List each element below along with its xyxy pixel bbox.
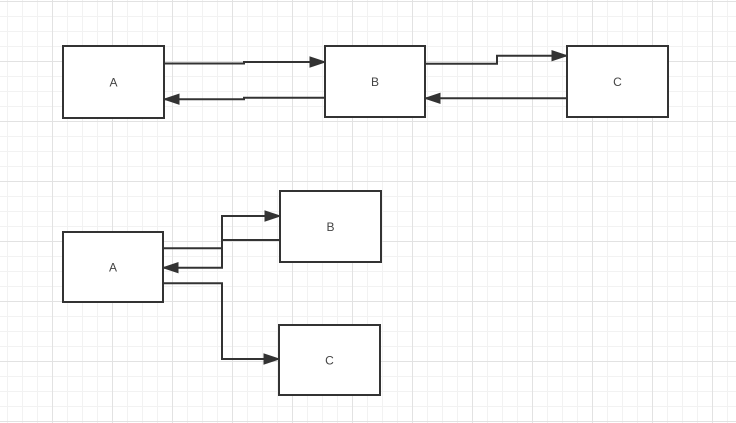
edge-a-to-c[interactable] <box>163 282 279 359</box>
node-c[interactable] <box>278 324 381 396</box>
node-c-label: C <box>613 75 622 89</box>
node-a[interactable] <box>62 45 165 119</box>
edge-a-to-b[interactable] <box>164 62 325 64</box>
bottom-diagram: A B C <box>62 190 382 396</box>
node-c[interactable] <box>566 45 669 118</box>
edge-b-to-c[interactable] <box>425 56 567 65</box>
edge-b-to-a[interactable] <box>163 239 280 268</box>
node-a-label: A <box>109 261 117 275</box>
node-b[interactable] <box>279 190 382 263</box>
node-c-label: C <box>325 354 334 368</box>
edge-a-to-b[interactable] <box>163 216 280 250</box>
node-b-label: B <box>326 220 334 234</box>
node-a-label: A <box>109 76 117 90</box>
node-b-label: B <box>371 75 379 89</box>
node-a[interactable] <box>62 231 164 303</box>
top-diagram: A B C <box>62 45 669 119</box>
edge-b-to-a[interactable] <box>164 98 325 100</box>
node-b[interactable] <box>324 45 426 118</box>
